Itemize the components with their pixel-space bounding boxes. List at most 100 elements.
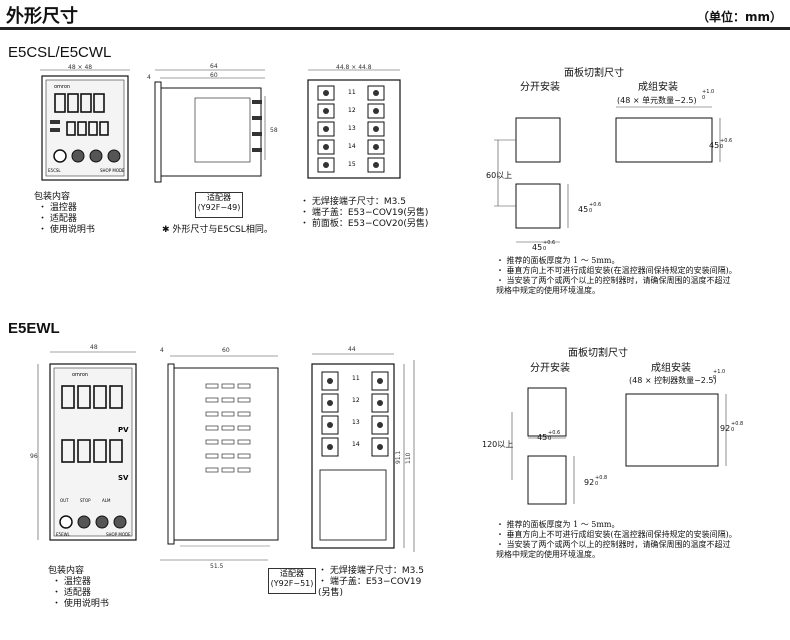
e5csl-group-dim: (48 × 单元数量−2.5) <box>617 96 697 105</box>
terminal-screw <box>323 162 329 168</box>
terminal-label: 12 <box>348 107 356 114</box>
terminal-screw <box>377 378 383 384</box>
vent-slot <box>205 397 219 403</box>
svg-text:60: 60 <box>222 347 230 354</box>
terminal-label: 11 <box>348 89 356 96</box>
model-e5csl-title: E5CSL/E5CWL <box>8 44 112 61</box>
vent-slot <box>237 439 251 445</box>
vent-slot <box>237 397 251 403</box>
svg-text:ALM: ALM <box>102 498 111 503</box>
terminal-screw <box>377 422 383 428</box>
terminal-screw <box>327 378 333 384</box>
e5ewl-notes: ・ 推荐的面板厚度为 1 ～ 5mm。・ 垂直方向上不可进行成组安装(在温控器间… <box>496 520 737 559</box>
vent-slot <box>221 453 235 459</box>
terminal-screw <box>377 400 383 406</box>
e5csl-drawing: 48 × 48 omron E5CSL SHOP MODE 4 64 60 58 <box>40 63 278 183</box>
terminal-screw <box>327 444 333 450</box>
e5ewl-group-dim: (48 × 控制器数量−2.5) <box>629 376 717 385</box>
svg-text:44: 44 <box>348 346 356 353</box>
svg-text:STOP: STOP <box>80 498 91 503</box>
terminal-screw <box>373 108 379 114</box>
e5csl-spec: ・ 端子盖：E53−COV19(另售) <box>300 208 429 218</box>
e5csl-side-view: 4 64 60 58 <box>147 63 278 183</box>
vent-slot <box>205 453 219 459</box>
svg-text:SHOP MODE: SHOP MODE <box>106 532 131 537</box>
e5csl-width-dim: 45 <box>532 243 543 252</box>
terminal-screw <box>373 90 379 96</box>
e5ewl-package-title: 包装内容 <box>48 566 85 576</box>
e5csl-front-view: 48 × 48 omron E5CSL SHOP MODE <box>40 64 130 181</box>
e5csl-gap-dim: 60以上 <box>486 171 513 180</box>
vent-slot <box>221 467 235 473</box>
e5ewl-width-dim: 45 <box>537 433 548 442</box>
dim-front-width: 48 × 48 <box>68 64 92 71</box>
page-header: 外形尺寸 （单位：mm） <box>0 0 790 30</box>
e5csl-notes: ・ 推荐的面板厚度为 1 ～ 5mm。・ 垂直方向上不可进行成组安装(在温控器间… <box>496 256 737 295</box>
svg-text:SV: SV <box>118 474 129 482</box>
vent-slot <box>205 411 219 417</box>
front-mode-tag: SHOP MODE <box>100 168 125 173</box>
terminal-screw <box>323 108 329 114</box>
vent-slot <box>237 425 251 431</box>
e5csl-package-title: 包装内容 <box>34 192 71 202</box>
terminal-screw <box>373 144 379 150</box>
front-model-tag: E5CSL <box>48 168 61 173</box>
e5csl-package-item: ・ 适配器 <box>38 214 77 224</box>
terminal-label: 14 <box>348 143 356 150</box>
e5ewl-drawing: 48 96 omron PV SV OUT STOP ALM E5EWL SHO… <box>30 344 279 570</box>
terminal-screw <box>327 400 333 406</box>
e5csl-separate-label: 分开安装 <box>520 82 560 93</box>
vent-slot <box>237 453 251 459</box>
svg-text:E5EWL: E5EWL <box>56 532 71 537</box>
e5csl-package-item: ・ 温控器 <box>38 203 77 213</box>
front-brand: omron <box>54 84 70 90</box>
vent-slot <box>205 383 219 389</box>
vent-slot <box>221 411 235 417</box>
e5ewl-spec: ・ 无焊接端子尺寸：M3.5 <box>318 566 424 576</box>
vent-slot <box>237 467 251 473</box>
e5ewl-height-dim: 92 <box>584 478 595 487</box>
e5ewl-adapter-label: 适配器 (Y92F−51) <box>268 568 316 594</box>
terminal-label: 13 <box>352 419 360 426</box>
svg-text:96: 96 <box>30 453 38 460</box>
terminal-label: 13 <box>348 125 356 132</box>
vent-slot <box>205 439 219 445</box>
e5ewl-spec: (另售) <box>318 588 344 598</box>
e5ewl-package-item: ・ 温控器 <box>52 577 91 587</box>
e5csl-adapter-label: 适配器 (Y92F−49) <box>195 192 243 218</box>
vent-slot <box>237 383 251 389</box>
e5ewl-side-view: 4 60 51.5 <box>160 347 279 570</box>
vent-slot <box>205 467 219 473</box>
unit-label: （单位：mm） <box>696 10 782 24</box>
e5ewl-gap-dim: 120以上 <box>482 440 514 449</box>
e5csl-group-label: 成组安装 <box>638 82 678 93</box>
terminal-screw <box>373 126 379 132</box>
svg-text:60: 60 <box>210 72 218 79</box>
e5csl-cutout-title: 面板切割尺寸 <box>564 68 624 79</box>
e5csl-cutout-drawing <box>494 106 721 243</box>
svg-text:51.5: 51.5 <box>210 563 224 570</box>
terminal-label: 11 <box>352 375 360 382</box>
svg-text:OUT: OUT <box>60 498 69 503</box>
model-e5ewl-title: E5EWL <box>8 320 60 337</box>
svg-text:64: 64 <box>210 63 218 70</box>
e5ewl-separate-label: 分开安装 <box>530 363 570 374</box>
terminal-label: 15 <box>348 161 356 168</box>
terminal-screw <box>323 144 329 150</box>
svg-text:PV: PV <box>118 426 129 434</box>
e5csl-package-item: ・ 使用说明书 <box>38 225 95 235</box>
svg-text:44.8 × 44.8: 44.8 × 44.8 <box>336 64 372 71</box>
vent-slot <box>205 425 219 431</box>
e5csl-spec: ・ 前面板：E53−COV20(另售) <box>300 219 429 229</box>
e5ewl-package-item: ・ 适配器 <box>52 588 91 598</box>
e5ewl-package-item: ・ 使用说明书 <box>52 599 109 609</box>
svg-text:omron: omron <box>72 372 88 378</box>
terminal-screw <box>327 422 333 428</box>
svg-text:91.1: 91.1 <box>395 450 402 464</box>
vent-slot <box>221 397 235 403</box>
svg-text:4: 4 <box>147 74 151 81</box>
vent-slot <box>221 383 235 389</box>
e5csl-height-dim: 45 <box>578 205 589 214</box>
